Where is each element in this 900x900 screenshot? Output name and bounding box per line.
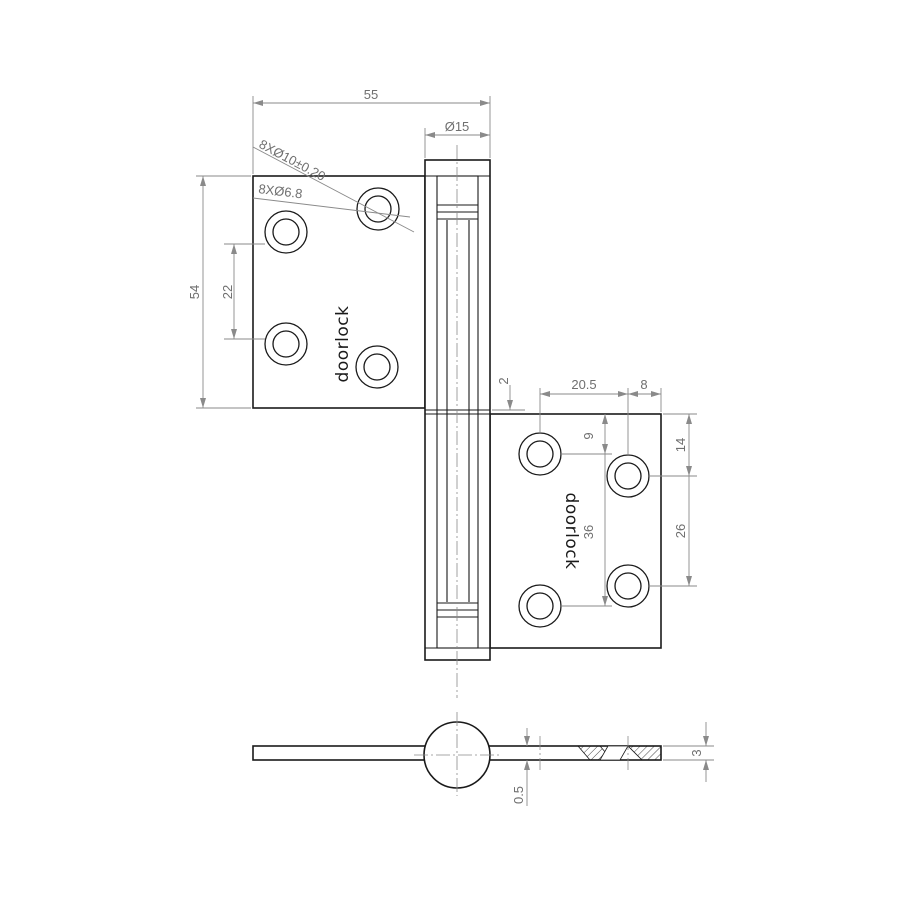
countersink-hole-icon bbox=[264, 210, 308, 254]
countersink-hole-icon bbox=[356, 187, 400, 231]
dim-through-holes: 8XØ6.8 bbox=[258, 181, 304, 201]
countersink-hole-icon bbox=[518, 432, 562, 476]
right-leaf-holes bbox=[518, 432, 650, 628]
dim-leaf-thickness: 3 bbox=[689, 749, 704, 756]
dim-knuckle-gap: 2 bbox=[496, 377, 511, 384]
countersink-hole-icon bbox=[264, 322, 308, 366]
section-leaf-left bbox=[252, 745, 429, 761]
dim-edge-offset-x: 8 bbox=[640, 377, 647, 392]
countersink-hole-icon bbox=[606, 454, 650, 498]
brand-logo-left: doorlock bbox=[333, 306, 353, 383]
dimensions-section: 3 0.5 bbox=[511, 722, 714, 806]
dim-hole-spacing-right: 36 bbox=[581, 525, 596, 539]
dim-overall-width: 55 bbox=[364, 87, 378, 102]
dim-hole-offset-y: 9 bbox=[581, 432, 596, 439]
dim-edge-offset-top: 14 bbox=[673, 438, 688, 452]
brand-logo-right: doorlock bbox=[561, 493, 581, 570]
countersink-hole-icon bbox=[518, 584, 562, 628]
countersink-hole-icon bbox=[355, 345, 399, 389]
dim-pin-diameter: Ø15 bbox=[445, 119, 470, 134]
section-countersink-cutaway bbox=[577, 745, 662, 761]
dim-clearance: 0.5 bbox=[511, 786, 526, 804]
dim-leaf-height: 54 bbox=[187, 285, 202, 299]
left-leaf-holes bbox=[264, 187, 400, 389]
dim-hole-spacing-outer: 26 bbox=[673, 524, 688, 538]
hinge-front-view: doorlock doorlock bbox=[252, 145, 662, 698]
dim-hole-spacing-left: 22 bbox=[220, 285, 235, 299]
hinge-knuckle bbox=[424, 159, 491, 661]
countersink-hole-icon bbox=[606, 564, 650, 608]
hinge-section-view bbox=[252, 712, 662, 796]
dim-hole-offset-x: 20.5 bbox=[571, 377, 596, 392]
